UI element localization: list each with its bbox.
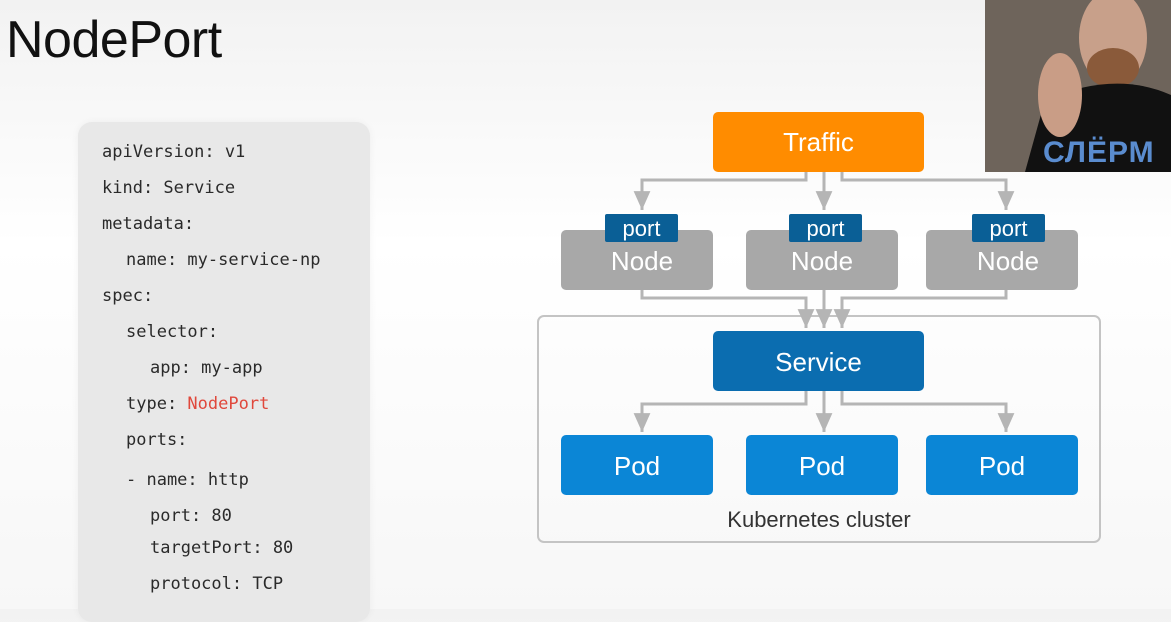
code-line: app: my-app: [150, 358, 263, 378]
node-to-service-arrows: [640, 290, 1008, 328]
code-text: - name: http: [126, 470, 249, 490]
code-highlight: NodePort: [187, 394, 270, 414]
port-tag: [605, 214, 678, 242]
service-box: [713, 331, 924, 391]
code-text: ports:: [126, 430, 188, 450]
code-text: metadata:: [102, 214, 195, 234]
pod-label: Pod: [613, 451, 661, 481]
cluster-label: Kubernetes cluster: [727, 507, 911, 532]
nodeport-diagram: [537, 112, 1101, 543]
code-text: protocol: TCP: [150, 574, 284, 594]
code-line: name: my-service-np: [126, 250, 320, 270]
pod-box: [561, 435, 713, 495]
code-line: apiVersion: v1: [102, 142, 245, 162]
presenter-silhouette: [985, 0, 1171, 172]
presenter-webcam: СЛЁРМ: [985, 0, 1171, 172]
node-label: Node: [610, 246, 674, 276]
code-text: targetPort: 80: [150, 538, 294, 558]
node-box: [926, 230, 1078, 290]
code-line: selector:: [126, 322, 218, 342]
code-line: port: 80: [150, 506, 232, 526]
node-box: [561, 230, 713, 290]
code-text: name: my-service-np: [126, 250, 321, 270]
port-label: port: [989, 216, 1028, 241]
pod-label: Pod: [798, 451, 846, 481]
node-label: Node: [790, 246, 854, 276]
shirt-logo-text: СЛЁРМ: [1043, 136, 1155, 169]
port-tag: [972, 214, 1045, 242]
code-panel: [78, 122, 370, 622]
traffic-box: [713, 112, 924, 172]
code-line: metadata:: [102, 214, 194, 234]
port-tag: [789, 214, 862, 242]
code-text: kind: Service: [102, 178, 236, 198]
port-label: port: [622, 216, 661, 241]
code-text: selector:: [126, 322, 219, 342]
node-label: Node: [976, 246, 1040, 276]
code-line: protocol: TCP: [150, 574, 283, 594]
node-box: [746, 230, 898, 290]
traffic-label: Traffic: [783, 127, 854, 157]
code-text: app: my-app: [150, 358, 263, 378]
slide-title: NodePort: [6, 11, 222, 69]
port-label: port: [806, 216, 845, 241]
code-text: type:: [126, 394, 188, 414]
code-text: spec:: [102, 286, 154, 306]
code-line: ports:: [126, 430, 187, 450]
code-line: targetPort: 80: [150, 538, 293, 558]
code-text: apiVersion: v1: [102, 142, 246, 162]
pod-box: [746, 435, 898, 495]
code-line: spec:: [102, 286, 153, 306]
code-text: port: 80: [150, 506, 232, 526]
service-label: Service: [775, 347, 862, 377]
service-to-pod-arrows: [633, 391, 1015, 432]
pod-label: Pod: [978, 451, 1026, 481]
pod-box: [926, 435, 1078, 495]
code-line: kind: Service: [102, 178, 235, 198]
code-line: - name: http: [126, 470, 249, 490]
code-line: type: NodePort: [126, 394, 269, 414]
traffic-to-node-arrows: [633, 172, 1015, 210]
